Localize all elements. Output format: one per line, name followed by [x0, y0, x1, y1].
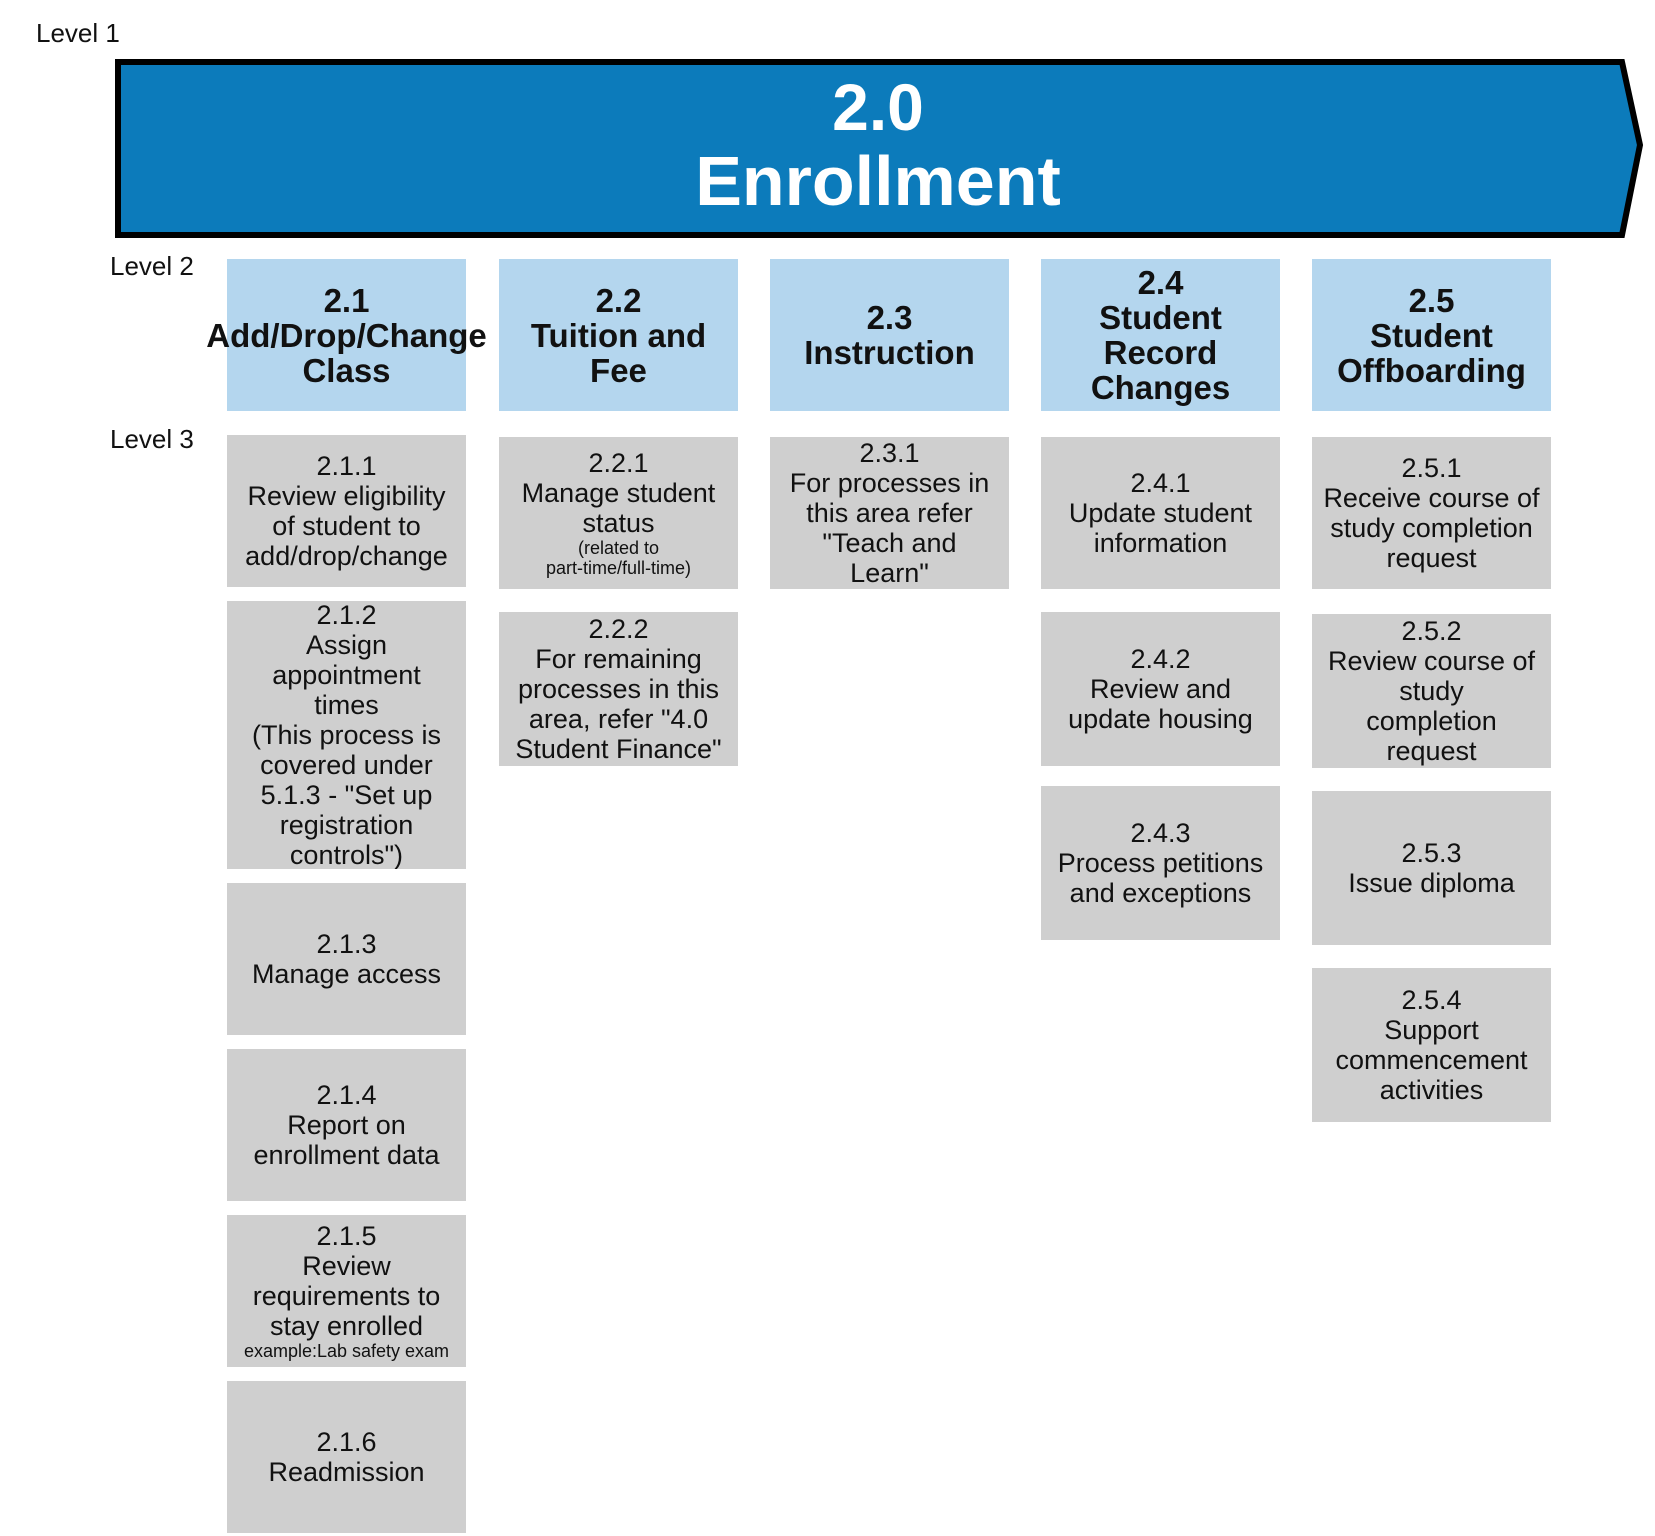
level-3-id: 2.3.1 — [859, 438, 920, 468]
level-3-text: For remaining processes in this area, re… — [515, 644, 722, 764]
level-3-text: Manage student status — [521, 478, 716, 538]
level-1-title: Enrollment — [695, 142, 1061, 220]
level-1-banner-shape — [115, 59, 1644, 238]
level-3-note: (related to part-time/full-time) — [545, 538, 692, 578]
level-3-id: 2.1.6 — [316, 1427, 377, 1457]
level-2-id: 2.2 — [595, 281, 642, 319]
level-2-title: Student Offboarding — [1337, 316, 1526, 389]
level-3-box-2-1-2[interactable]: 2.1.2 Assign appointment times (This pro… — [227, 601, 466, 869]
level-2-label: Level 2 — [110, 251, 194, 281]
level-3-text: Review requirements to stay enrolled — [252, 1251, 441, 1341]
level-2-box-2-3[interactable]: 2.3 Instruction — [770, 259, 1009, 411]
level-3-box-2-5-3[interactable]: 2.5.3 Issue diploma — [1312, 791, 1551, 945]
level-3-box-2-1-5[interactable]: 2.1.5 Review requirements to stay enroll… — [227, 1215, 466, 1367]
level-2-box-2-1[interactable]: 2.1 Add/Drop/Change Class — [206, 259, 487, 411]
level-3-id: 2.1.5 — [316, 1221, 377, 1251]
level-3-id: 2.1.2 — [316, 601, 377, 630]
level-3-text: Manage access — [251, 959, 442, 989]
level-3-text: For processes in this area refer "Teach … — [789, 468, 990, 588]
level-2-id: 2.4 — [1137, 264, 1184, 301]
level-3-text: Support commencement activities — [1335, 1015, 1528, 1105]
level-3-box-2-2-1[interactable]: 2.2.1 Manage student status (related to … — [499, 437, 738, 589]
level-3-id: 2.4.3 — [1130, 818, 1191, 848]
level-3-text: Review eligibility of student to add/dro… — [245, 481, 448, 571]
level-3-box-2-1-3[interactable]: 2.1.3 Manage access — [227, 883, 466, 1035]
level-3-note: example:Lab safety exam — [243, 1341, 450, 1361]
level-3-id: 2.4.1 — [1130, 468, 1191, 498]
level-3-id: 2.5.2 — [1401, 616, 1462, 646]
level-2-id: 2.3 — [866, 299, 913, 336]
level-3-id: 2.2.2 — [588, 614, 649, 644]
level-3-text: Update student information — [1068, 498, 1253, 558]
level-3-box-2-1-4[interactable]: 2.1.4 Report on enrollment data — [227, 1049, 466, 1201]
level-3-text: Assign appointment times (This process i… — [251, 630, 442, 869]
level-3-id: 2.1.1 — [316, 451, 377, 481]
level-3-id: 2.1.3 — [316, 929, 377, 959]
level-2-box-2-4[interactable]: 2.4 Student Record Changes — [1041, 259, 1280, 411]
level-2-box-2-5[interactable]: 2.5 Student Offboarding — [1312, 259, 1551, 411]
level-1-label: Level 1 — [36, 18, 120, 48]
level-3-box-2-1-6[interactable]: 2.1.6 Readmission — [227, 1381, 466, 1533]
level-3-id: 2.4.2 — [1130, 644, 1191, 674]
level-3-box-2-5-2[interactable]: 2.5.2 Review course of study completion … — [1312, 614, 1551, 768]
level-3-id: 2.1.4 — [316, 1080, 377, 1110]
level-2-id: 2.1 — [323, 281, 370, 319]
level-3-box-2-4-3[interactable]: 2.4.3 Process petitions and exceptions — [1041, 786, 1280, 940]
level-3-label: Level 3 — [110, 424, 194, 454]
level-2-title: Add/Drop/Change Class — [206, 316, 487, 389]
level-3-box-2-1-1[interactable]: 2.1.1 Review eligibility of student to a… — [227, 435, 466, 587]
level-3-box-2-2-2[interactable]: 2.2.2 For remaining processes in this ar… — [499, 612, 738, 766]
level-3-id: 2.5.3 — [1401, 838, 1462, 868]
level-3-box-2-3-1[interactable]: 2.3.1 For processes in this area refer "… — [770, 437, 1009, 589]
level-2-title: Tuition and Fee — [530, 316, 707, 389]
level-3-box-2-4-1[interactable]: 2.4.1 Update student information — [1041, 437, 1280, 589]
level-3-id: 2.2.1 — [588, 448, 649, 478]
level-1-number: 2.0 — [832, 70, 924, 144]
level-3-box-2-4-2[interactable]: 2.4.2 Review and update housing — [1041, 612, 1280, 766]
level-2-box-2-2[interactable]: 2.2 Tuition and Fee — [499, 259, 738, 411]
level-3-text: Review course of study completion reques… — [1327, 646, 1536, 766]
level-3-text: Report on enrollment data — [253, 1110, 440, 1170]
level-3-box-2-5-1[interactable]: 2.5.1 Receive course of study completion… — [1312, 437, 1551, 589]
level-3-text: Review and update housing — [1068, 674, 1253, 734]
level-3-text: Process petitions and exceptions — [1057, 848, 1264, 908]
level-3-id: 2.5.4 — [1401, 985, 1462, 1015]
level-3-text: Receive course of study completion reque… — [1323, 483, 1540, 573]
level-2-id: 2.5 — [1408, 281, 1455, 319]
level-3-text: Issue diploma — [1348, 868, 1515, 898]
level-2-title: Student Record Changes — [1090, 299, 1231, 406]
level-3-box-2-5-4[interactable]: 2.5.4 Support commencement activities — [1312, 968, 1551, 1122]
level-3-text: Readmission — [268, 1457, 425, 1487]
level-2-title: Instruction — [804, 334, 975, 371]
level-3-id: 2.5.1 — [1401, 453, 1462, 483]
